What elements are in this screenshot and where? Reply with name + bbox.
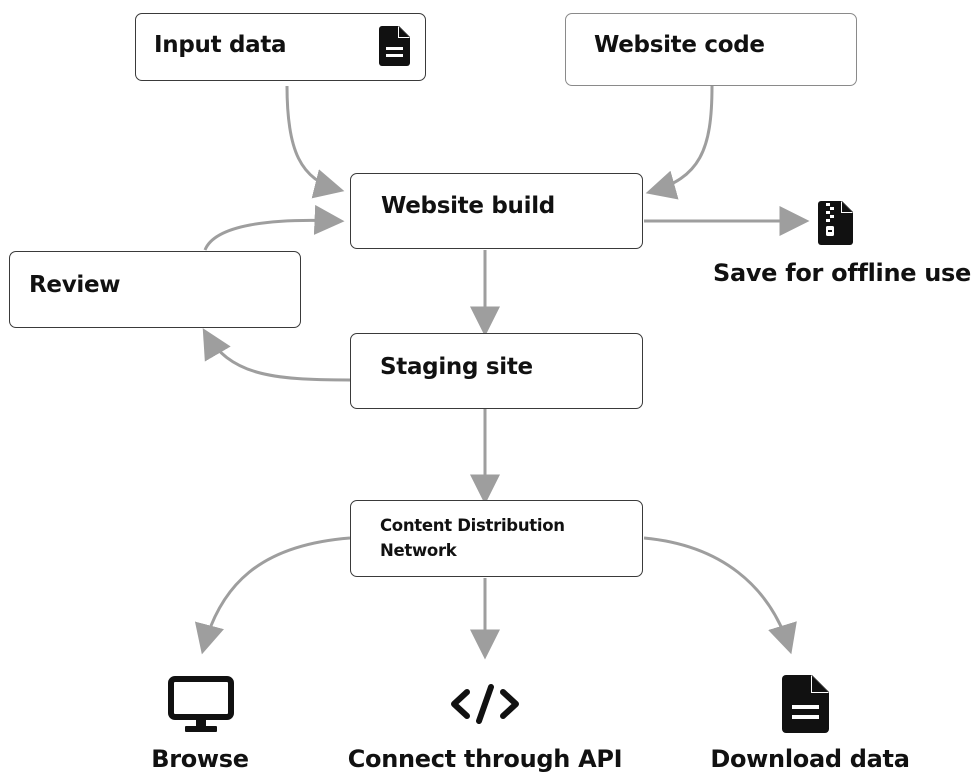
cdn-node: Content Distribution Network: [350, 500, 643, 577]
edge-staging-to-review: [202, 328, 351, 382]
input-data-label: Input data: [154, 32, 287, 58]
website-build-label: Website build: [381, 193, 555, 219]
edge-code-to-build: [645, 85, 714, 200]
input-data-node: Input data: [135, 13, 426, 81]
cdn-label: Content Distribution Network: [380, 516, 565, 560]
edge-review-to-build: [203, 204, 345, 251]
api-caption: Connect through API: [347, 745, 623, 773]
monitor-icon: [168, 676, 234, 732]
document-icon: [782, 675, 829, 733]
website-code-label: Website code: [594, 32, 765, 58]
staging-site-label: Staging site: [380, 354, 533, 380]
review-node: Review: [9, 251, 301, 328]
edge-input-to-build: [285, 85, 345, 199]
zip-file-icon: [818, 201, 853, 245]
download-caption: Download data: [710, 745, 910, 773]
edge-cdn-to-browse: [194, 536, 351, 655]
review-label: Review: [29, 272, 121, 298]
website-code-node: Website code: [565, 13, 857, 86]
browse-caption: Browse: [151, 745, 249, 773]
website-build-node: Website build: [350, 173, 643, 249]
save-offline-caption: Save for offline use: [712, 259, 972, 287]
code-icon: [451, 684, 519, 724]
document-icon: [379, 26, 410, 66]
edge-cdn-to-download: [643, 536, 797, 655]
staging-site-node: Staging site: [350, 333, 643, 409]
